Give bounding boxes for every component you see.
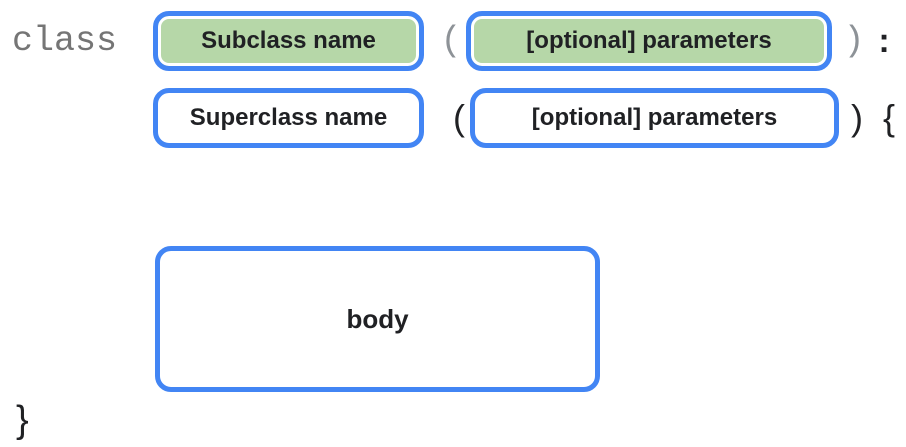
line2-close-paren: ) (851, 97, 863, 138)
body-box: body (155, 246, 600, 392)
line1-parameters-box: [optional] parameters (466, 11, 832, 71)
line2-open-paren: ( (453, 97, 465, 138)
superclass-name-label: Superclass name (189, 104, 388, 131)
line2-open-brace: { (882, 97, 896, 138)
line1-close-paren: ) (843, 21, 865, 61)
line1-colon: : (878, 22, 890, 60)
line1-open-paren: ( (440, 21, 462, 61)
line1-parameters-label: [optional] parameters (526, 27, 772, 54)
line2-parameters-label: [optional] parameters (531, 104, 778, 131)
line2-parameters-box: [optional] parameters (470, 88, 839, 148)
closing-brace: } (16, 399, 29, 441)
keyword-class: class (12, 21, 118, 61)
superclass-name-box: Superclass name (153, 88, 424, 148)
subclass-name-label: Subclass name (201, 27, 376, 54)
subclass-name-box: Subclass name (153, 11, 424, 71)
body-label: body (346, 303, 409, 334)
